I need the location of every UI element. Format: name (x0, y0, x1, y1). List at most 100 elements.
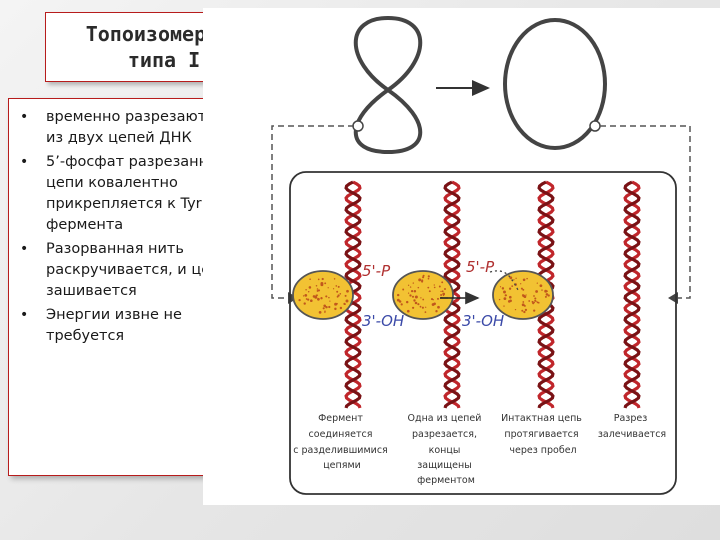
enzyme-speckle (397, 294, 399, 296)
enzyme-speckle (541, 289, 542, 290)
enzyme-speckle (308, 291, 309, 292)
enzyme-speckle (427, 287, 429, 289)
enzyme-speckle (533, 295, 535, 297)
enzyme-speckle (511, 285, 513, 287)
three-prime-oh-right: 3'-OH (462, 312, 504, 330)
enzyme-speckle (323, 304, 326, 307)
enzyme-speckle (443, 295, 444, 296)
enzyme-speckle (414, 290, 416, 292)
enzyme-speckle (337, 294, 339, 296)
enzyme-speckle (439, 286, 441, 288)
enzyme-speckle (533, 309, 535, 311)
enzyme-speckle (325, 295, 327, 297)
enzyme-speckle (324, 282, 326, 284)
enzyme-speckle (409, 294, 411, 296)
enzyme-speckle (399, 300, 402, 303)
bullet-symbol: • (20, 107, 28, 128)
enzyme-speckle (532, 302, 534, 304)
enzyme-speckle (402, 289, 404, 291)
enzyme-speckle (442, 290, 444, 292)
enzyme-speckle (319, 311, 322, 314)
enzyme-speckle (537, 282, 538, 283)
enzyme-speckle (500, 286, 501, 287)
enzyme-speckle (435, 310, 437, 312)
enzyme-speckle (548, 294, 550, 296)
enzyme-speckle (428, 275, 430, 277)
caption-line: ферментом (417, 475, 475, 486)
enzyme-speckle (318, 279, 320, 281)
enzyme-speckle (304, 302, 306, 304)
caption-line: залечивается (598, 429, 666, 440)
enzyme-speckle (307, 299, 309, 301)
enzyme-speckle (412, 296, 414, 298)
enzyme-speckle (328, 306, 330, 308)
enzyme-speckle (444, 288, 446, 290)
enzyme-speckle (432, 303, 435, 306)
topoisomerase-diagram: 5'-P 3'-OH 5'-P 3'-OH Фермент соединяетс… (203, 8, 720, 505)
enzyme-speckle (535, 301, 536, 302)
enzyme-speckle (428, 278, 430, 280)
enzyme-speckle (546, 290, 548, 292)
enzyme-speckle (545, 296, 547, 298)
enzyme-speckle (317, 298, 320, 301)
enzyme-speckle (528, 300, 530, 302)
enzyme-speckle (410, 286, 411, 287)
enzyme-speckle (422, 307, 424, 309)
enzyme-speckle (408, 285, 409, 286)
caption-line: Одна из цепей (408, 413, 482, 424)
enzyme-speckle (335, 285, 337, 287)
enzyme-speckle (338, 286, 340, 288)
enzyme-speckle (310, 299, 313, 302)
enzyme-speckle (412, 307, 414, 309)
enzyme-speckle (534, 297, 536, 299)
caption-line: Фермент (318, 413, 363, 424)
enzyme-speckle (434, 284, 435, 285)
enzyme-speckle (437, 306, 440, 309)
bullet-symbol: • (20, 305, 28, 326)
caption-line: Интактная цепь (501, 413, 582, 424)
enzyme-speckle (304, 294, 307, 297)
enzyme-speckle (346, 300, 349, 303)
enzyme-speckle (309, 278, 311, 280)
enzyme-speckle (411, 290, 413, 292)
enzyme-speckle (408, 292, 409, 293)
enzyme-speckle (526, 278, 528, 280)
enzyme-speckle (525, 309, 527, 311)
bullet-text: 5’-фосфат разрезанной цепи ковалентно пр… (46, 154, 226, 233)
caption-step-4: Разрез залечивается (598, 413, 666, 440)
enzyme-speckle (443, 293, 444, 294)
enzyme-speckle (328, 287, 329, 288)
enzyme-speckle (418, 278, 421, 281)
caption-step-2: Одна из цепей разрезается, концы защищен… (408, 413, 485, 486)
caption-line: концы (429, 445, 461, 456)
enzyme-speckle (345, 295, 347, 297)
enzyme-speckle (504, 297, 507, 300)
caption-line: через пробел (509, 445, 576, 456)
enzyme-speckle (401, 303, 403, 305)
enzyme-speckle (407, 310, 410, 313)
enzyme-speckle (420, 297, 421, 298)
enzyme-speckle (340, 307, 342, 309)
bullet-symbol: • (20, 152, 28, 173)
enzyme-speckle (422, 299, 424, 301)
enzyme-speckle (334, 308, 336, 310)
caption-line: цепями (323, 460, 361, 471)
diagram-panel: 5'-P 3'-OH 5'-P 3'-OH Фермент соединяетс… (203, 8, 720, 505)
enzyme-speckle (522, 289, 524, 291)
enzyme-speckle (540, 284, 543, 287)
enzyme-speckle (336, 291, 338, 293)
caption-step-1: Фермент соединяется с разделившимися цеп… (293, 413, 391, 471)
enzyme-speckle (503, 291, 506, 294)
enzyme-speckle (421, 279, 423, 281)
enzyme-speckle (420, 306, 422, 308)
enzyme-speckle (423, 275, 425, 277)
enzyme-speckle (298, 299, 300, 301)
enzyme-speckle (313, 295, 316, 298)
enzyme-speckle (499, 299, 500, 300)
enzyme-speckle (336, 303, 338, 305)
enzyme-speckle (333, 288, 334, 289)
enzyme-speckle (346, 290, 349, 293)
enzyme-speckle (425, 311, 427, 313)
caption-line: с разделившимися (293, 445, 388, 456)
bullet-text: Разорванная нить раскручивается, и цепь … (46, 241, 228, 299)
